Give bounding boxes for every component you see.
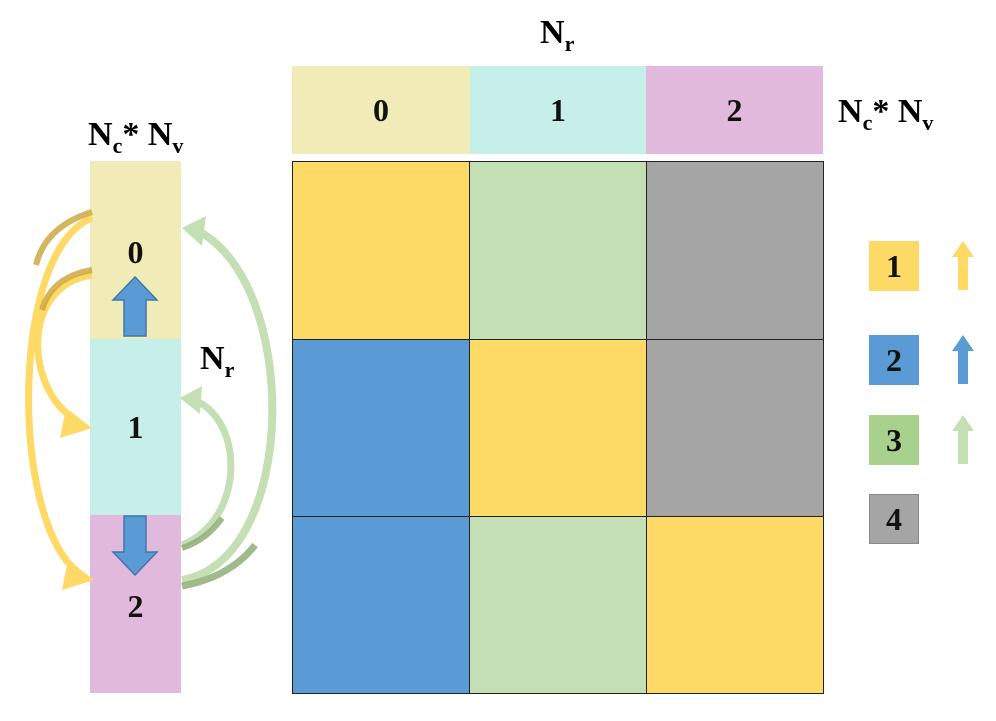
blue-up-arrow xyxy=(111,275,159,337)
yellow-arc-arrow-0-to-1 xyxy=(34,271,93,424)
left-nc-main: N xyxy=(88,116,113,153)
matrix-cell-0-0 xyxy=(292,161,470,340)
header-cell-label: 0 xyxy=(373,91,389,128)
legend-box-1: 1 xyxy=(869,241,919,291)
legend-box-4: 4 xyxy=(869,494,919,544)
legend-label: 1 xyxy=(886,247,902,284)
right-nv-main: N xyxy=(897,93,923,130)
left-nv-sub: v xyxy=(172,133,184,158)
header-cell-1: 1 xyxy=(470,66,646,154)
yellow-arc-shadow-mid xyxy=(39,267,93,311)
yellow-arc-shadow-top xyxy=(33,209,93,266)
matrix-cell-2-2 xyxy=(646,516,824,694)
matrix-cell-1-1 xyxy=(469,339,647,517)
legend-arrow-3-icon xyxy=(952,415,974,464)
left-star: * xyxy=(122,116,140,153)
top-nr-main: N xyxy=(540,14,565,51)
legend-arrow-2-icon xyxy=(952,335,974,384)
side-nr-main: N xyxy=(200,340,225,377)
column-cell-label: 2 xyxy=(127,587,144,624)
legend-label: 4 xyxy=(886,500,902,537)
legend-arrow-1-icon xyxy=(952,241,974,290)
right-nc-sub: c xyxy=(862,110,873,135)
yellow-arc-arrow-0-to-2 xyxy=(25,214,94,575)
legend-label: 2 xyxy=(886,341,902,378)
header-cell-label: 2 xyxy=(726,91,743,128)
green-arc-arrowhead-1 xyxy=(180,386,202,414)
legend-box-3: 3 xyxy=(869,415,919,465)
column-cell-label: 1 xyxy=(127,408,144,445)
left-nc-sub: c xyxy=(112,133,123,158)
column-cell-label: 0 xyxy=(127,233,144,270)
left-nv-main: N xyxy=(147,116,173,153)
column-cell-1: 1 xyxy=(90,339,181,515)
matrix-cell-0-2 xyxy=(646,161,824,340)
header-cell-2: 2 xyxy=(646,66,823,154)
matrix-cell-0-1 xyxy=(469,161,647,340)
left-ncnv-label: Nc* Nv xyxy=(88,116,183,157)
green-arc-arrow-2-to-0 xyxy=(181,226,277,584)
green-arc-shadow-bottom xyxy=(181,542,258,590)
green-arc-shadow-mid xyxy=(180,516,225,551)
top-nr-sub: r xyxy=(564,31,575,56)
right-ncnv-label: Nc* Nv xyxy=(838,93,933,134)
legend-box-2: 2 xyxy=(869,335,919,385)
right-nc-main: N xyxy=(838,93,863,130)
header-cell-label: 1 xyxy=(550,91,566,128)
side-nr-label: Nr xyxy=(200,340,234,381)
right-star: * xyxy=(872,93,890,130)
green-arc-arrow-2-to-1 xyxy=(180,396,235,549)
top-nr-label: Nr xyxy=(540,14,574,55)
legend-label: 3 xyxy=(886,421,902,458)
yellow-arc-arrowhead-2 xyxy=(62,560,94,590)
right-nv-sub: v xyxy=(922,110,934,135)
yellow-arc-arrowhead-1 xyxy=(60,408,92,438)
matrix-cell-2-1 xyxy=(469,516,647,694)
matrix-cell-2-0 xyxy=(292,516,470,694)
side-nr-sub: r xyxy=(224,357,235,382)
blue-down-arrow xyxy=(111,515,159,577)
green-arc-arrowhead-0 xyxy=(182,216,206,246)
header-cell-0: 0 xyxy=(292,66,470,154)
